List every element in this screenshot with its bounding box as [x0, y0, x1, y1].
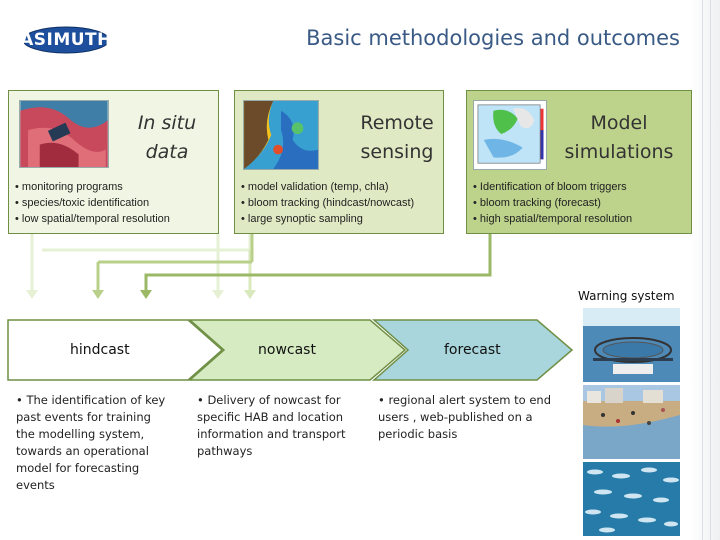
- decorative-right-strip: [690, 0, 720, 540]
- in-situ-title-line1: In situ: [127, 109, 207, 138]
- warning-system-label: Warning system: [578, 289, 675, 303]
- satellite-map-image: [243, 100, 319, 170]
- in-situ-data-box: In situ data • monitoring programs • spe…: [8, 90, 219, 234]
- in-situ-photo: [19, 100, 109, 168]
- forecast-label: forecast: [444, 342, 501, 358]
- logo-text: ASIMUTH: [22, 26, 110, 54]
- text-line: • regional alert system to end: [378, 392, 568, 409]
- bullet-item: • bloom tracking (forecast): [473, 195, 632, 211]
- bullet-item: • model validation (temp, chla): [241, 179, 414, 195]
- model-simulations-title-line2: simulations: [559, 138, 679, 167]
- text-line: events: [16, 477, 186, 494]
- text-line: • Delivery of nowcast for: [197, 392, 367, 409]
- model-map-image: [473, 100, 547, 170]
- hindcast-description: • The identification of key past events …: [16, 392, 186, 494]
- fish-school-photo: [583, 462, 680, 536]
- bullet-item: • high spatial/temporal resolution: [473, 211, 632, 227]
- bullet-item: • species/toxic identification: [15, 195, 170, 211]
- text-line: model for forecasting: [16, 460, 186, 477]
- nowcast-label: nowcast: [258, 342, 316, 358]
- bullet-item: • monitoring programs: [15, 179, 170, 195]
- text-line: • The identification of key: [16, 392, 186, 409]
- forecast-description: • regional alert system to end users , w…: [378, 392, 568, 443]
- model-simulations-box: Model simulations • Identification of bl…: [466, 90, 692, 234]
- page-title: Basic methodologies and outcomes: [240, 26, 680, 50]
- model-simulations-title-line1: Model: [559, 109, 679, 138]
- in-situ-title-line2: data: [127, 138, 207, 167]
- hindcast-label: hindcast: [70, 342, 130, 358]
- bullet-item: • low spatial/temporal resolution: [15, 211, 170, 227]
- text-line: specific HAB and location: [197, 409, 367, 426]
- text-line: pathways: [197, 443, 367, 460]
- text-line: past events for training: [16, 409, 186, 426]
- bullet-item: • Identification of bloom triggers: [473, 179, 632, 195]
- text-line: the modelling system,: [16, 426, 186, 443]
- text-line: towards an operational: [16, 443, 186, 460]
- aquaculture-cages-photo: [583, 308, 680, 382]
- remote-sensing-title-line2: sensing: [347, 138, 447, 167]
- in-situ-bullets: • monitoring programs • species/toxic id…: [15, 179, 170, 227]
- remote-sensing-box: Remote sensing • model validation (temp,…: [234, 90, 444, 234]
- text-line: users , web-published on a: [378, 409, 568, 426]
- bullet-item: • bloom tracking (hindcast/nowcast): [241, 195, 414, 211]
- nowcast-description: • Delivery of nowcast for specific HAB a…: [197, 392, 367, 460]
- bullet-item: • large synoptic sampling: [241, 211, 414, 227]
- text-line: periodic basis: [378, 426, 568, 443]
- remote-sensing-bullets: • model validation (temp, chla) • bloom …: [241, 179, 414, 227]
- text-line: information and transport: [197, 426, 367, 443]
- model-simulations-bullets: • Identification of bloom triggers • blo…: [473, 179, 632, 227]
- beach-photo: [583, 385, 680, 459]
- asimuth-logo: ASIMUTH: [22, 26, 110, 54]
- arrowheads: [26, 290, 256, 299]
- remote-sensing-title-line1: Remote: [347, 109, 447, 138]
